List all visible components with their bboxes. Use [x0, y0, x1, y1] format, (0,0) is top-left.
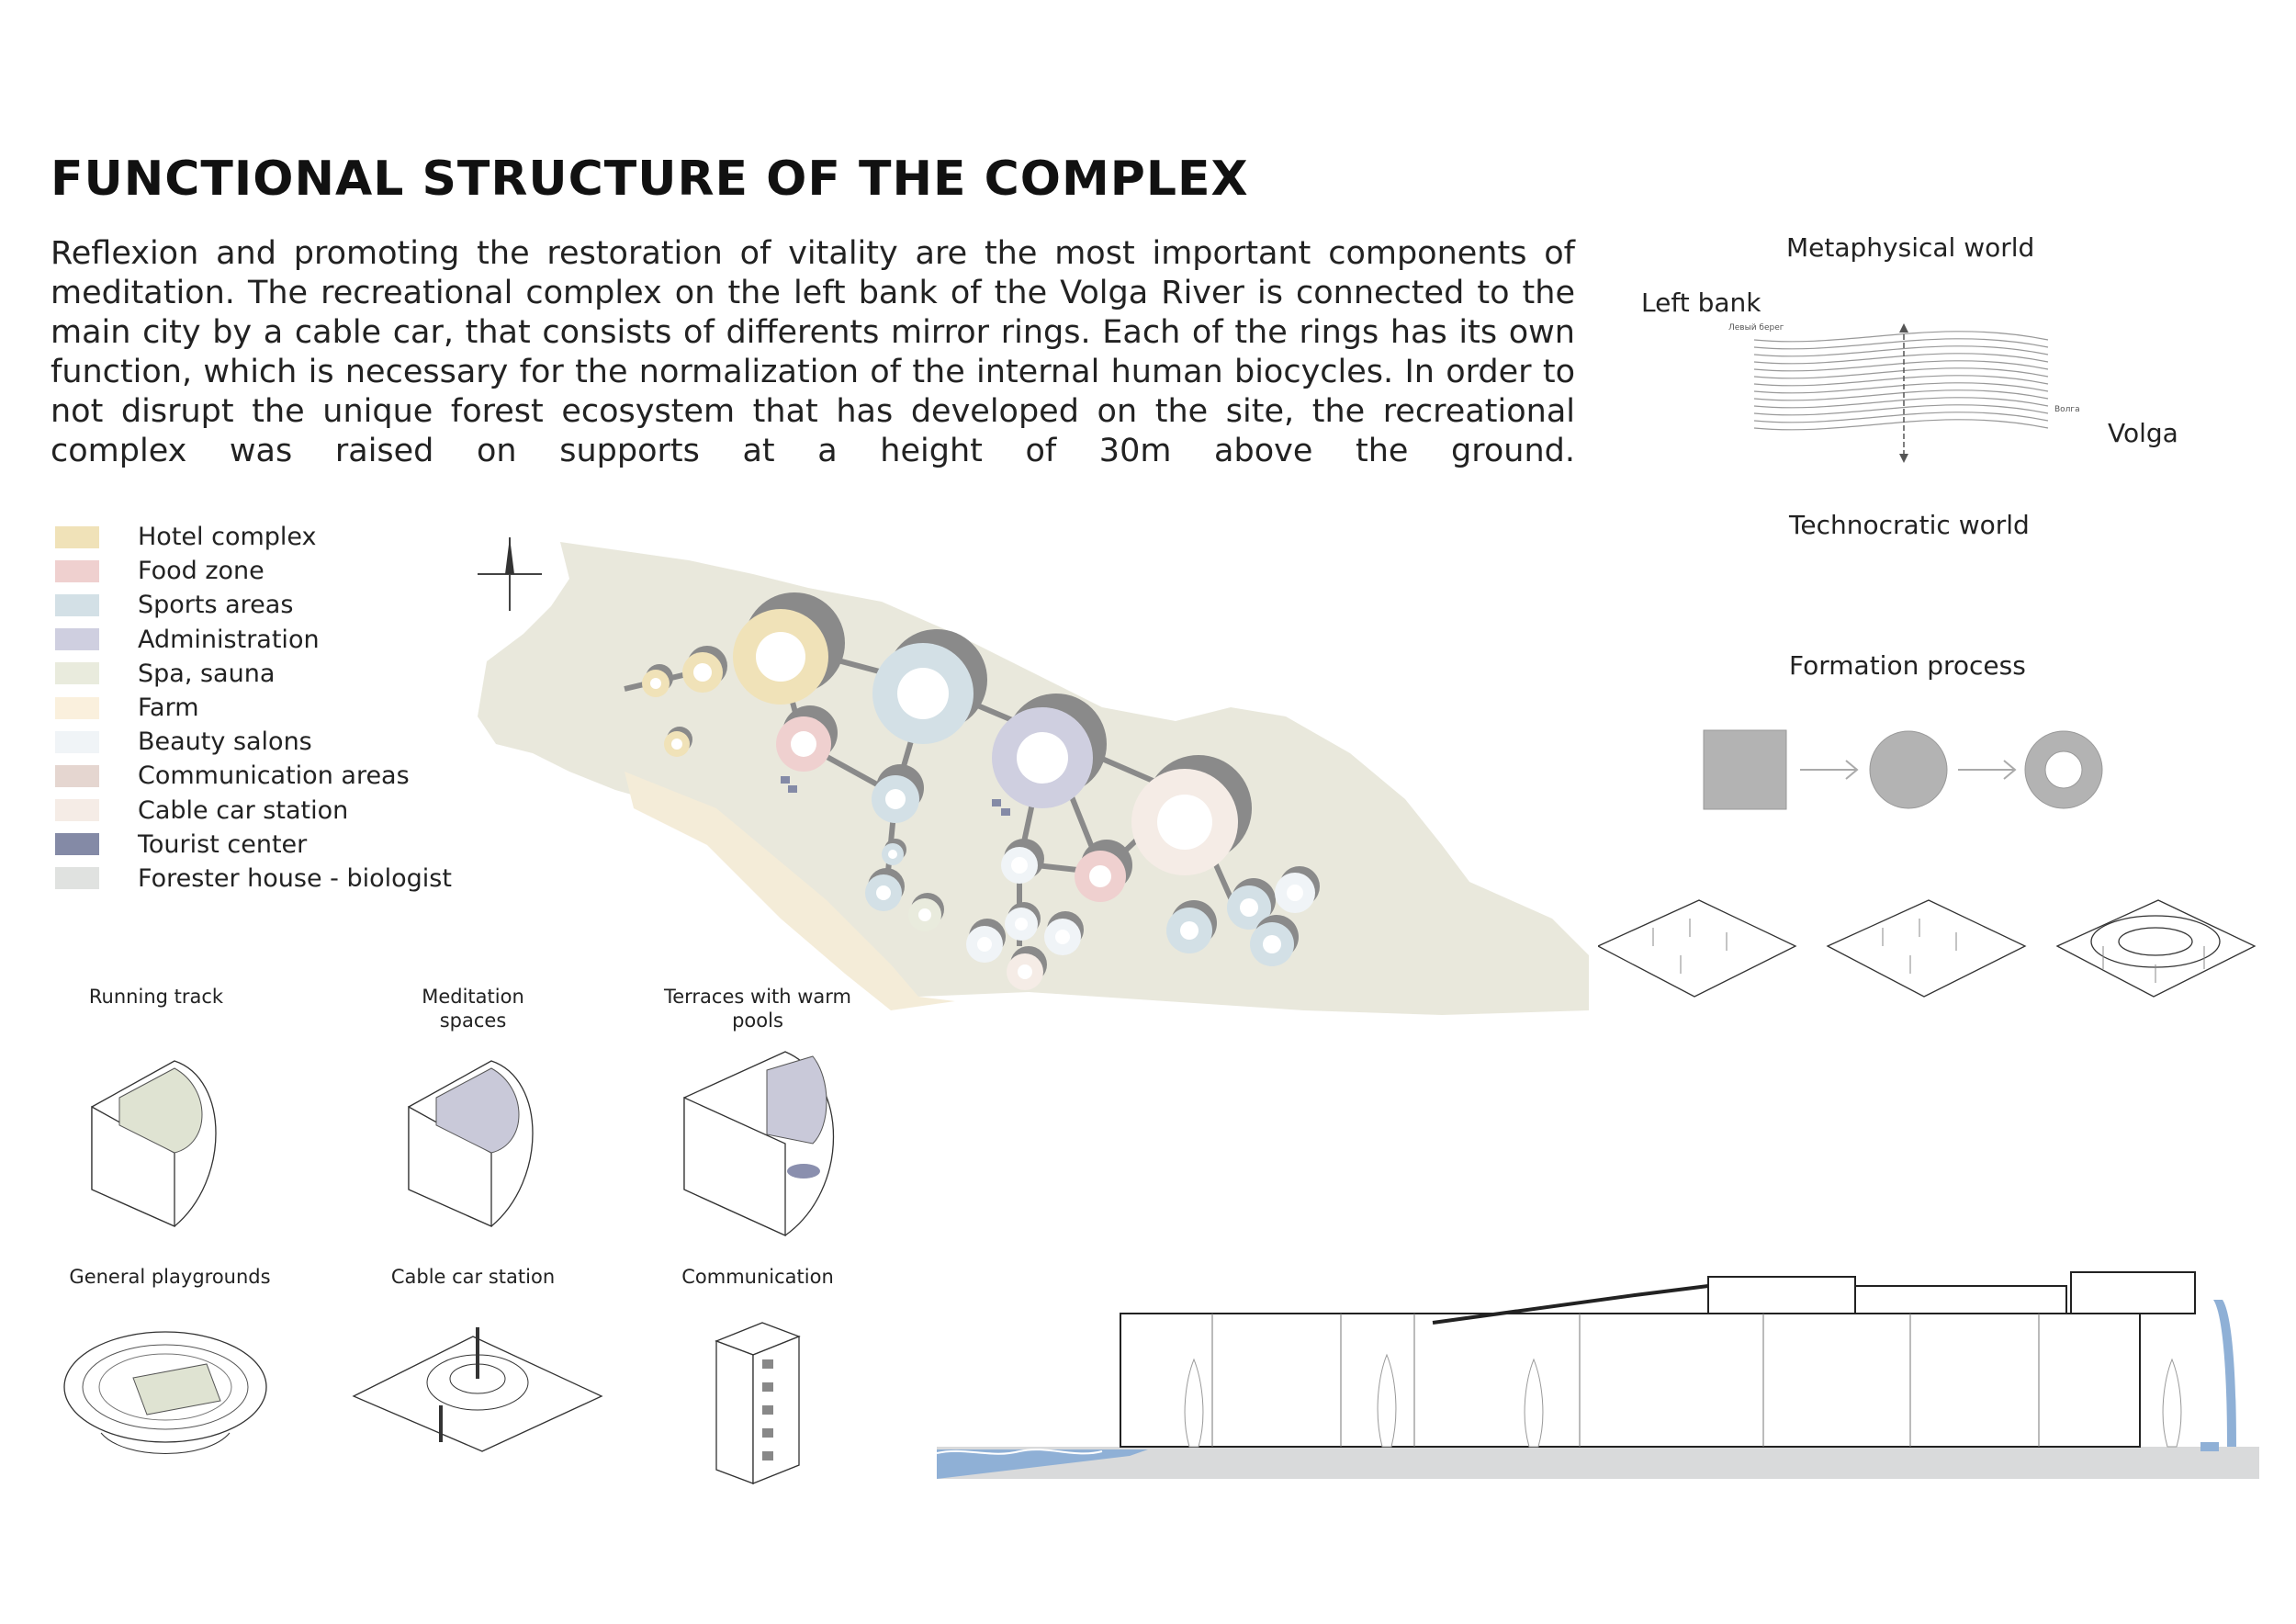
legend-label: Sports areas [138, 591, 294, 620]
legend-swatch [55, 662, 99, 685]
concept-small-right: Волга [2054, 405, 2080, 414]
legend-label: Farm [138, 694, 199, 723]
legend-swatch [55, 764, 99, 787]
legend-item: Hotel complex [55, 520, 452, 554]
building-section [937, 1271, 2259, 1479]
formation-title: Formation process [1789, 650, 2026, 681]
tourist-buildings [781, 776, 1010, 816]
formation-steps [1703, 729, 2103, 810]
legend-label: Communication areas [138, 761, 410, 791]
farm-strip [625, 772, 955, 1010]
playgrounds-illustration [63, 1331, 267, 1454]
legend-label: Hotel complex [138, 523, 317, 552]
legend-label: Administration [138, 625, 320, 654]
legend-item: Communication areas [55, 759, 452, 793]
concept-left-label: Left bank [1641, 288, 1761, 318]
page-title: FUNCTIONAL STRUCTURE OF THE COMPLEX [51, 152, 1249, 207]
legend-label: Beauty salons [138, 727, 312, 757]
concept-bottom-label: Technocratic world [1789, 510, 2030, 540]
concept-top-label: Metaphysical world [1786, 232, 2035, 263]
legend-item: Forester house - biologist [55, 862, 452, 896]
legend-swatch [55, 628, 99, 651]
function-label: Terraces with warm pools [663, 986, 852, 1032]
legend: Hotel complex Food zone Sports areas Adm… [55, 520, 452, 896]
legend-item: Beauty salons [55, 725, 452, 759]
legend-label: Cable car station [138, 795, 349, 825]
legend-item: Food zone [55, 554, 452, 588]
concept-small-left: Левый берег [1728, 323, 1784, 333]
function-label: General playgrounds [69, 1266, 271, 1288]
cable-station-illustration [352, 1327, 603, 1452]
intro-paragraph: Reflexion and promoting the restoration … [51, 235, 1575, 469]
legend-swatch [55, 799, 99, 822]
function-label: Running track [88, 986, 224, 1008]
formation-isometrics [1598, 899, 2257, 998]
function-label: Communication [681, 1266, 834, 1288]
legend-label: Forester house - biologist [138, 863, 452, 893]
function-label: Cable car station [390, 1266, 556, 1288]
meditation-illustration [408, 1060, 534, 1228]
running-track-illustration [91, 1060, 217, 1228]
terraces-illustration [683, 1051, 834, 1237]
master-plan [478, 537, 1589, 1015]
function-label: Meditation spaces [422, 986, 524, 1032]
legend-item: Administration [55, 623, 452, 657]
concept-waves [1753, 323, 2049, 463]
legend-swatch [55, 696, 99, 719]
legend-swatch [55, 593, 99, 616]
communication-illustration [715, 1322, 801, 1484]
legend-label: Spa, sauna [138, 659, 276, 688]
legend-label: Tourist center [138, 829, 308, 859]
legend-item: Sports areas [55, 588, 452, 622]
legend-swatch [55, 559, 99, 582]
legend-item: Farm [55, 691, 452, 725]
concept-right-label: Volga [2108, 418, 2178, 448]
legend-label: Food zone [138, 557, 264, 586]
legend-swatch [55, 730, 99, 753]
legend-swatch [55, 833, 99, 856]
legend-item: Tourist center [55, 828, 452, 862]
compass-icon [478, 537, 542, 611]
legend-item: Cable car station [55, 794, 452, 828]
legend-swatch [55, 525, 99, 548]
plan-rings [642, 592, 1320, 990]
legend-swatch [55, 867, 99, 890]
legend-item: Spa, sauna [55, 657, 452, 691]
